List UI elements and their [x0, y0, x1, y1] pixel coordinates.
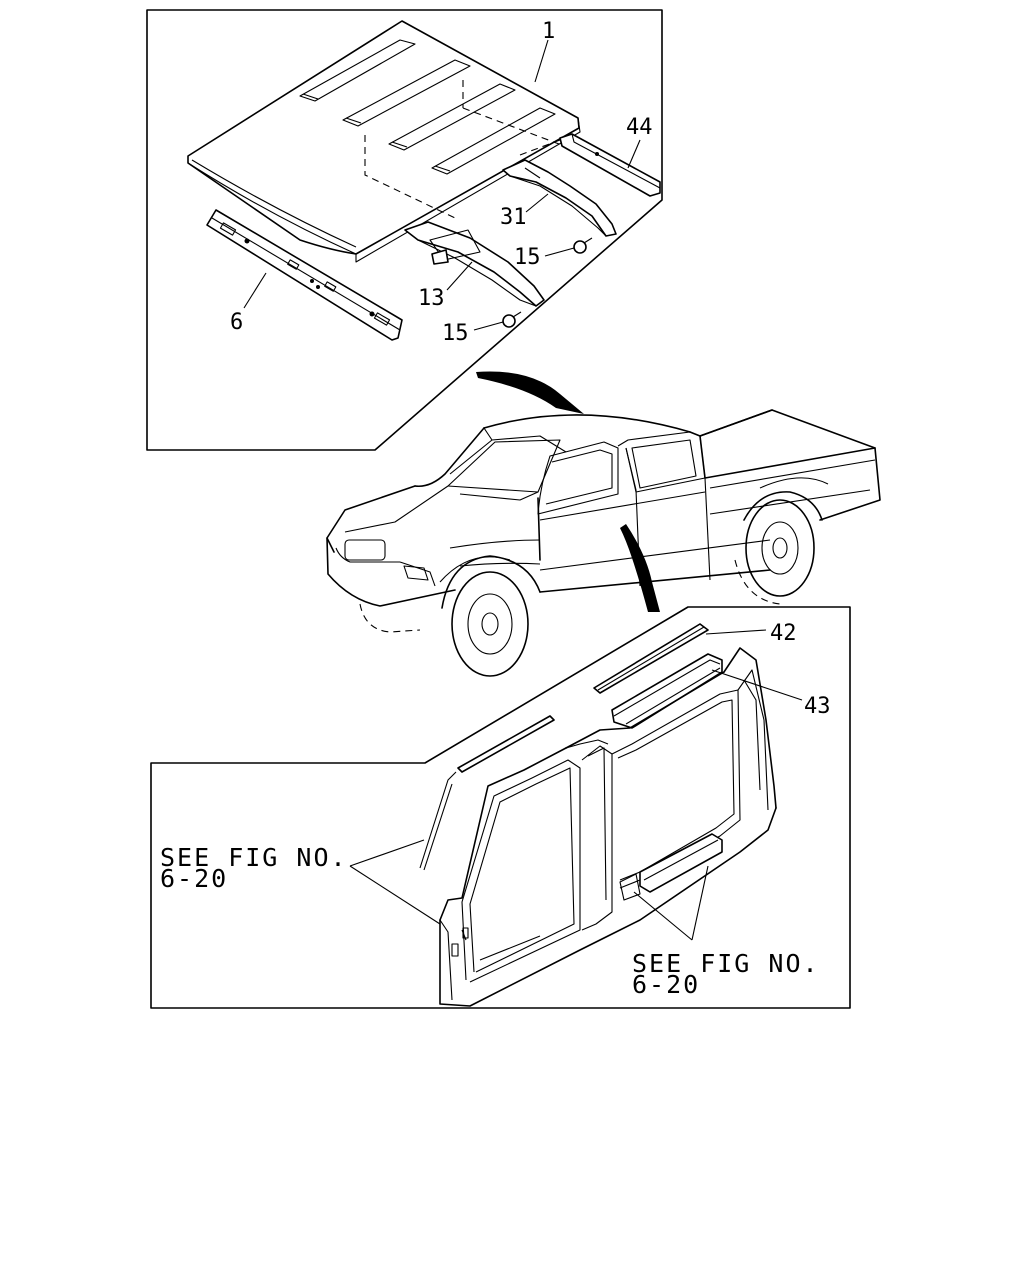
drip-molding-43 — [611, 653, 723, 729]
ref-left-line2: 6-20 — [160, 864, 228, 893]
leader-6 — [243, 272, 267, 309]
leader-1 — [534, 39, 549, 83]
front-roof-header — [206, 209, 403, 341]
roof-pointer-arrow — [476, 371, 584, 414]
leader-13 — [446, 261, 473, 291]
leader-ref-right-a — [633, 891, 693, 941]
callout-42: 42 — [770, 621, 797, 646]
weatherstrip-42 — [593, 623, 709, 694]
callout-6: 6 — [230, 310, 243, 335]
leader-44 — [627, 139, 641, 169]
clip-upper — [573, 237, 593, 254]
body-side-frame — [419, 647, 777, 1007]
callout-13: 13 — [418, 286, 445, 311]
roof-bow-front — [404, 221, 545, 307]
callout-44: 44 — [626, 115, 653, 140]
leader-ref-left-a — [349, 839, 425, 867]
clip-lower — [502, 311, 522, 328]
leader-ref-right-b — [691, 865, 709, 941]
leader-ref-left-b — [349, 865, 441, 925]
leader-15b — [473, 321, 504, 331]
roof-bow-rear — [502, 159, 617, 237]
leader-43 — [711, 669, 803, 701]
ref-right-line2: 6-20 — [632, 970, 700, 999]
rear-roof-rail — [559, 133, 661, 197]
callout-15-upper: 15 — [514, 245, 541, 270]
ref-right-line1: SEE FIG NO. — [632, 949, 820, 978]
leader-15a — [544, 247, 575, 257]
truck-illustration — [326, 409, 881, 677]
leader-42 — [705, 629, 767, 635]
callout-31: 31 — [500, 205, 527, 230]
side-pointer-arrow — [620, 524, 660, 612]
ref-left-line1: SEE FIG NO. — [160, 843, 348, 872]
leader-31 — [525, 193, 549, 213]
side-detail-frame — [150, 606, 851, 1009]
roof-detail-frame — [146, 9, 663, 451]
roof-panel — [187, 20, 581, 263]
callout-15-lower: 15 — [442, 321, 469, 346]
callout-43: 43 — [804, 694, 831, 719]
callout-1: 1 — [542, 19, 555, 44]
